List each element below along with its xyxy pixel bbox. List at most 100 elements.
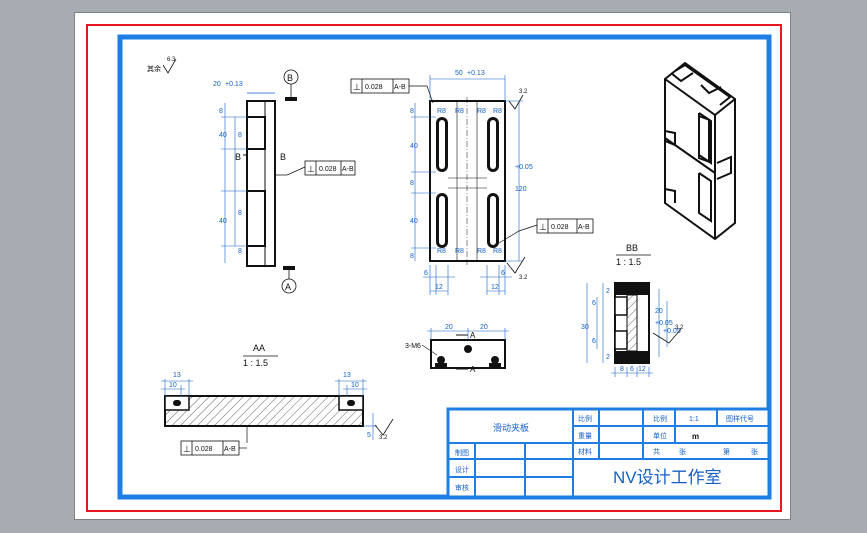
dim-front-40a: 40 [410, 143, 418, 150]
dim-bb-12: 12 [638, 366, 646, 373]
engineering-drawing: 其余 6.3 B A B B 20 +0.13 [86, 24, 782, 512]
tb-label-scale-heading: 比例 [578, 414, 592, 423]
dim-aa-10a: 10 [169, 382, 177, 389]
section-aa-title: AA [253, 343, 265, 353]
dim-bb-tol-b: +0.05 [663, 328, 681, 335]
dim-front-120-tol: +0.05 [515, 164, 533, 171]
dim-side-40a: 40 [219, 132, 227, 139]
dim-side-40b: 40 [219, 218, 227, 225]
dim-front-8c: 8 [410, 253, 414, 260]
roughness-front-bottom: 3.2 [519, 275, 528, 281]
tb-unit: m [692, 432, 699, 441]
tb-sheetno-suffix: 张 [751, 447, 758, 456]
section-bb-view: BB 1 : 1.5 30 6 6 2 2 +0.05 +0.05 20 3.2… [581, 243, 684, 377]
arrow-a-bottom: A [470, 365, 476, 374]
dim-front-50: 50 [455, 70, 463, 77]
dim-bb-2b: 2 [606, 354, 610, 361]
arrow-a-top: A [470, 331, 476, 340]
section-bb-title: BB [626, 243, 638, 253]
tol-symbol-front-top: ⊥ [353, 82, 361, 92]
dim-front-6a: 6 [424, 270, 428, 277]
section-aa-scale: 1 : 1.5 [243, 358, 268, 368]
dim-bb-6a: 6 [592, 300, 596, 307]
tb-label-unit: 单位 [653, 431, 667, 440]
tb-part-name: 滑动夹板 [493, 422, 529, 433]
tb-sheets-prefix: 共 [653, 447, 660, 456]
tb-sheets-suffix: 张 [679, 447, 686, 456]
inner-frame [117, 34, 772, 500]
dim-r8-g: R8 [477, 248, 486, 255]
dim-r8-h: R8 [493, 248, 502, 255]
dim-side-width-tol: +0.13 [225, 81, 243, 88]
roughness-rest-note: 其余 6.3 [147, 57, 177, 74]
dim-bb-8: 8 [620, 366, 624, 373]
tol-value-side: 0.028 [319, 166, 337, 173]
dim-bb-20: 20 [655, 308, 663, 315]
tol-value-front-top: 0.028 [365, 84, 383, 91]
dim-side-8d: 8 [238, 248, 242, 255]
dim-front-40b: 40 [410, 218, 418, 225]
dim-bb-6b: 6 [592, 338, 596, 345]
datum-b-label: B [287, 73, 293, 83]
roughness-front-top: 3.2 [519, 89, 528, 95]
dim-r8-b: R8 [455, 108, 464, 115]
outer-frame [86, 24, 782, 512]
section-aa-view: AA 1 : 1.5 13 10 13 10 5 3.2 ⊥ 0.0 [161, 343, 394, 456]
dim-front-50-tol: +0.13 [467, 70, 485, 77]
tb-label-designed: 设计 [455, 465, 469, 474]
tb-sheetno-prefix: 第 [723, 447, 730, 456]
dim-r8-f: R8 [455, 248, 464, 255]
tb-label-weight: 重量 [578, 432, 592, 440]
dim-r8-e: R8 [437, 248, 446, 255]
title-block: 滑动夹板 比例 比例 1:1 图样代号 重量 单位 m 材料 共 张 第 张 制… [446, 407, 771, 499]
tol-value-front-right: 0.028 [551, 224, 569, 231]
isometric-view [664, 61, 736, 241]
dim-aa-13b: 13 [343, 372, 351, 379]
tb-studio: NV设计工作室 [613, 468, 722, 487]
dim-top-20b: 20 [480, 324, 488, 331]
dim-aa-5: 5 [367, 432, 371, 439]
tb-label-material: 材料 [578, 447, 592, 456]
dim-front-120: 120 [515, 186, 527, 193]
dim-r8-a: R8 [437, 108, 446, 115]
dim-front-8a: 8 [410, 108, 414, 115]
tol-ref-front-right: A-B [578, 224, 590, 231]
tb-label-scale: 比例 [653, 414, 667, 423]
dim-r8-c: R8 [477, 108, 486, 115]
dim-aa-10b: 10 [351, 382, 359, 389]
tb-label-reviewed: 审核 [455, 483, 469, 492]
tol-symbol-aa: ⊥ [183, 444, 191, 454]
tol-ref-aa: A-B [224, 446, 236, 453]
tb-label-drafted: 制图 [455, 448, 469, 457]
tol-ref-side: A-B [342, 166, 354, 173]
tol-value-aa: 0.028 [195, 446, 213, 453]
dim-front-6b: 6 [501, 270, 505, 277]
front-view: R8 R8 R8 R8 R8 R8 R8 R8 50 +0.13 ⊥ 0.028… [350, 70, 594, 295]
tb-scale: 1:1 [689, 416, 699, 423]
dim-top-20a: 20 [445, 324, 453, 331]
section-b-left: B [235, 152, 241, 162]
dim-bb-6c: 6 [630, 366, 634, 373]
dim-side-width: 20 [213, 81, 221, 88]
dim-side-8a: 8 [219, 108, 223, 115]
thread-label: 3-M6 [405, 343, 421, 350]
roughness-bb: 3.2 [675, 325, 684, 331]
roughness-rest-label: 其余 [147, 64, 161, 73]
top-view: 3-M6 A A 20 20 [405, 324, 509, 374]
dim-bb-tol-a: +0.05 [655, 320, 673, 327]
datum-a-circle [281, 278, 297, 294]
roughness-rest-value: 6.3 [167, 57, 176, 63]
section-b-right: B [280, 152, 286, 162]
tb-label-drawing-no: 图样代号 [726, 414, 754, 423]
dim-side-8c: 8 [238, 210, 242, 217]
dim-front-12a: 12 [435, 284, 443, 291]
dim-front-8b: 8 [410, 180, 414, 187]
dim-side-8b: 8 [238, 132, 242, 139]
dim-r8-d: R8 [493, 108, 502, 115]
dim-bb-2a: 2 [606, 288, 610, 295]
dim-front-12b: 12 [491, 284, 499, 291]
dim-aa-13a: 13 [173, 372, 181, 379]
tol-symbol-front-right: ⊥ [539, 222, 547, 232]
tol-ref-front-top: A-B [394, 84, 406, 91]
roughness-aa: 3.2 [379, 435, 388, 441]
